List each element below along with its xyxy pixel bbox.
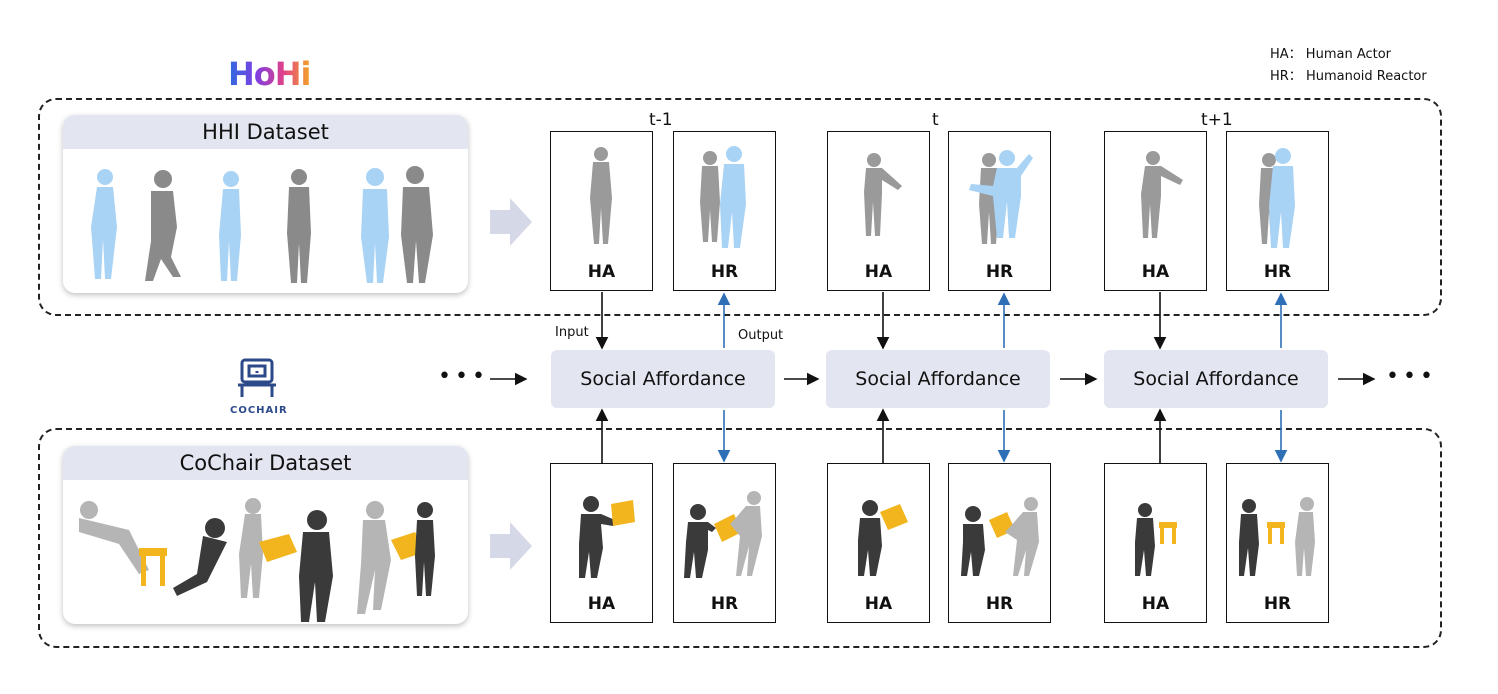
social-affordance-box-2: Social Affordance: [826, 350, 1050, 408]
humanoid-reactor-figure: [961, 497, 1039, 576]
hhi-dataset-card: HHI Dataset: [63, 115, 468, 293]
cochair-region: [38, 428, 1442, 648]
humanoid-reactor-figure: [700, 146, 746, 248]
legend-ha: HA： Human Actor: [1270, 47, 1392, 62]
frame-hhi-ha-t-plus-1: HA: [1104, 131, 1207, 291]
human-actor-figure: [590, 147, 612, 244]
frame-hhi-hr-t: HR: [948, 131, 1051, 291]
frame-hhi-ha-t-minus-1: HA: [550, 131, 653, 291]
frame-cochair-ha-t-minus-1: HA: [550, 463, 653, 623]
frame-label-ha: HA: [1141, 262, 1170, 282]
frame-hhi-hr-t-plus-1: HR: [1226, 131, 1329, 291]
cochair-flow-arrow: [490, 522, 532, 570]
ellipsis-left: •••: [438, 364, 489, 389]
frame-cochair-hr-t-plus-1: HR: [1226, 463, 1329, 623]
frame-label-hr: HR: [985, 594, 1014, 614]
frame-hhi-ha-t: HA: [827, 131, 930, 291]
output-label: Output: [738, 328, 784, 343]
frame-label-hr: HR: [1263, 262, 1292, 282]
frame-label-ha: HA: [864, 262, 893, 282]
humanoid-reactor-figure: [1239, 497, 1315, 576]
hhi-flow-arrow: [490, 198, 532, 246]
human-actor-figure: [1135, 503, 1177, 576]
time-label-t-plus-1: t+1: [1201, 110, 1233, 130]
hhi-figures: [91, 166, 433, 283]
frame-label-ha: HA: [864, 594, 893, 614]
social-affordance-box-3: Social Affordance: [1104, 350, 1328, 408]
cochair-figures: [79, 498, 435, 622]
holi-logo: HoHi: [228, 55, 312, 93]
frame-label-ha: HA: [587, 594, 616, 614]
frame-label-ha: HA: [587, 262, 616, 282]
frame-label-hr: HR: [710, 262, 739, 282]
humanoid-reactor-figure: [1259, 148, 1295, 248]
human-actor-figure: [1141, 151, 1183, 238]
chair-icon: [238, 358, 276, 397]
hhi-dataset-title: HHI Dataset: [63, 115, 468, 149]
frame-label-hr: HR: [1263, 594, 1292, 614]
legend-hr: HR： Humanoid Reactor: [1270, 69, 1427, 84]
humanoid-reactor-figure: [969, 150, 1033, 244]
cochair-logo: COCHAIR: [230, 357, 288, 417]
frame-hhi-hr-t-minus-1: HR: [673, 131, 776, 291]
frame-label-hr: HR: [985, 262, 1014, 282]
input-label: Input: [555, 325, 589, 340]
social-affordance-box-1: Social Affordance: [551, 350, 775, 408]
cochair-dataset-card: CoChair Dataset: [63, 446, 468, 624]
ellipsis-right: •••: [1386, 364, 1437, 389]
time-label-t: t: [932, 110, 939, 130]
cochair-dataset-title: CoChair Dataset: [63, 446, 468, 480]
frame-cochair-ha-t-plus-1: HA: [1104, 463, 1207, 623]
human-actor-figure: [864, 153, 902, 236]
time-label-t-minus-1: t-1: [649, 110, 673, 130]
human-actor-figure: [858, 500, 908, 576]
frame-cochair-hr-t-minus-1: HR: [673, 463, 776, 623]
humanoid-reactor-figure: [684, 491, 762, 578]
hhi-region: [38, 98, 1442, 316]
human-actor-figure: [579, 496, 635, 578]
frame-cochair-ha-t: HA: [827, 463, 930, 623]
cochair-logo-text: COCHAIR: [230, 405, 288, 416]
frame-label-hr: HR: [710, 594, 739, 614]
frame-cochair-hr-t: HR: [948, 463, 1051, 623]
frame-label-ha: HA: [1141, 594, 1170, 614]
